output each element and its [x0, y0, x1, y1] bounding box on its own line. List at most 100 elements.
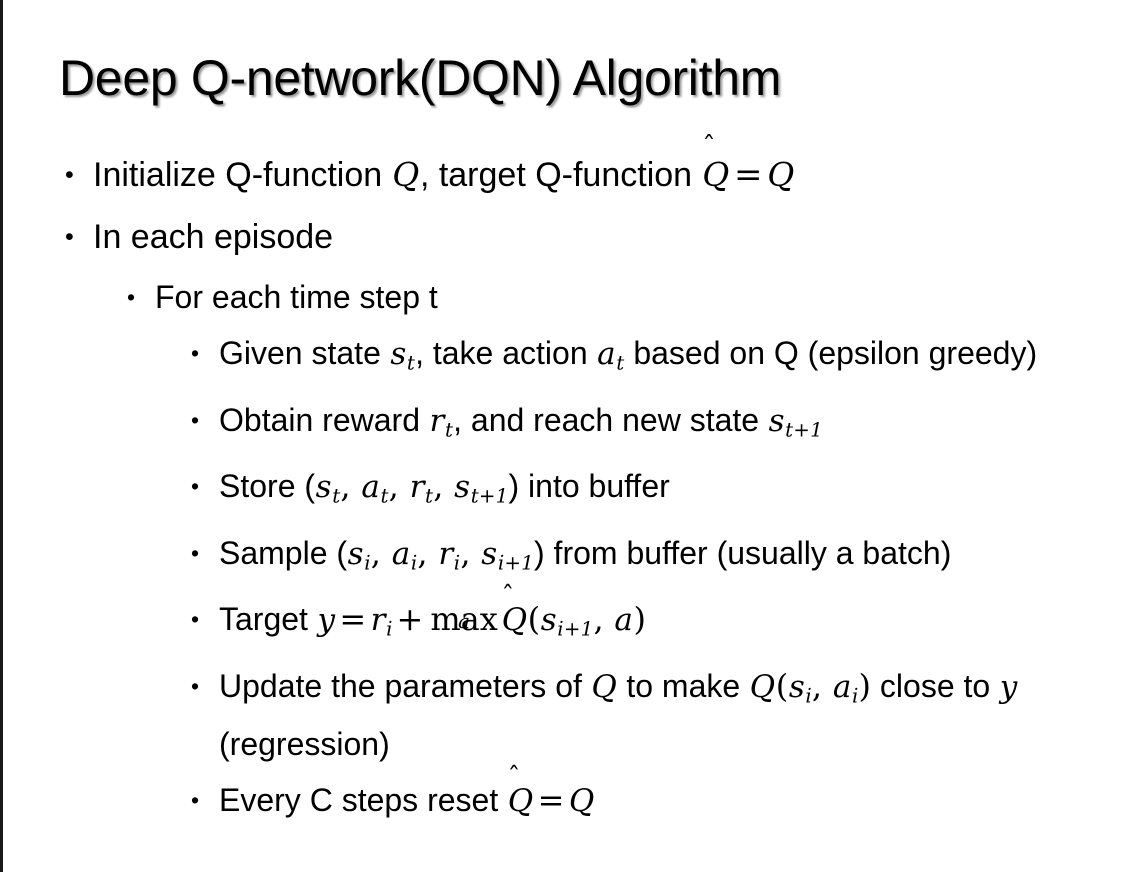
math-op-equals: =	[537, 781, 565, 820]
math-var-qhat: Q̂	[501, 595, 528, 644]
math-op-equals: =	[733, 155, 763, 195]
text-given-pre: Given state	[219, 335, 390, 371]
text-initialize-mid: , target Q-function	[419, 156, 702, 194]
text-sample-post: ) from buffer (usually a batch)	[534, 534, 952, 571]
math-comma: ,	[811, 666, 833, 705]
bullet-icon: •	[65, 161, 74, 189]
math-var-qhat-base: Q	[501, 602, 528, 639]
text-reset-pre: Every C steps reset	[219, 782, 508, 819]
math-var-s: s	[788, 668, 805, 705]
math-op-plus: +	[396, 600, 424, 639]
math-op-max-underscript: a	[458, 610, 470, 634]
math-sub-t2: t	[616, 351, 625, 375]
math-var-q2: Q	[749, 668, 776, 705]
math-sub-t2: t	[380, 484, 389, 508]
list-item-text: Sample (si, ai, ri, si+1) from buffer (u…	[219, 529, 1099, 588]
bullet-icon: •	[127, 284, 136, 310]
text-obtain-mid: , and reach new state	[453, 401, 768, 438]
math-var-r: r	[409, 469, 425, 506]
bullet-icon: •	[65, 223, 74, 251]
list-item-text: Obtain reward rt, and reach new state st…	[219, 396, 1099, 455]
math-sub-i3: i	[453, 551, 461, 575]
text-given-mid: , take action	[415, 335, 597, 371]
list-item-obtain-reward: • Obtain reward rt, and reach new state …	[3, 396, 1124, 455]
math-sub-i2: i	[851, 684, 859, 708]
math-var-y: y	[999, 668, 1018, 705]
text-update-pre: Update the parameters of	[219, 667, 591, 704]
bullet-icon: •	[191, 539, 200, 566]
list-item-text: Update the parameters of Q to make Q(si,…	[219, 662, 1099, 769]
math-var-a: a	[597, 336, 616, 372]
list-item-store: • Store (st, at, rt, st+1) into buffer	[3, 462, 1124, 521]
math-sub-t-plus-1: t+1	[470, 484, 509, 508]
math-comma: ,	[593, 600, 614, 639]
math-var-s: s	[315, 469, 332, 506]
list-item-sample: • Sample (si, ai, ri, si+1) from buffer …	[3, 529, 1124, 588]
bullet-icon: •	[191, 406, 200, 433]
math-var-q: Q	[591, 668, 617, 705]
math-var-q: Q	[568, 783, 595, 820]
math-comma-1: ,	[370, 533, 392, 572]
math-sub-i2: i	[410, 551, 418, 575]
text-update-tail: (regression)	[219, 726, 390, 763]
math-var-s: s	[347, 535, 364, 572]
math-var-qhat-base: Q	[507, 783, 534, 820]
list-item-update: • Update the parameters of Q to make Q(s…	[3, 662, 1124, 769]
math-paren-close: )	[858, 666, 872, 705]
math-paren-open: (	[527, 600, 541, 639]
math-var-s: s	[390, 336, 407, 372]
math-paren-close: )	[633, 600, 647, 639]
math-var-r: r	[370, 602, 386, 639]
list-item-given-state: • Given state st, take action at based o…	[3, 329, 1124, 388]
math-sub-i: i	[364, 551, 371, 575]
math-var-s2: s	[454, 469, 471, 506]
text-target-pre: Target	[219, 601, 317, 638]
math-var-s2: s	[481, 535, 498, 572]
math-sub-t-plus-1: t+1	[785, 418, 823, 442]
text-update-post: close to	[871, 667, 1000, 704]
list-item-each-time-step: • For each time step t	[3, 270, 1124, 325]
math-sub-i: i	[386, 617, 393, 641]
math-sub-i-plus-1: i+1	[497, 551, 534, 575]
math-var-r: r	[438, 535, 454, 572]
list-item-reset-target: • Every C steps reset Q̂=Q	[3, 776, 1124, 825]
list-item-text: Given state st, take action at based on …	[219, 329, 1099, 388]
math-var-qhat-base: Q	[702, 155, 730, 194]
math-var-a: a	[391, 535, 411, 572]
bullet-icon: •	[191, 606, 200, 633]
math-var-a: a	[614, 602, 633, 639]
bullet-icon: •	[191, 787, 200, 814]
math-var-s: s	[768, 402, 785, 439]
math-comma-1: ,	[340, 467, 361, 506]
list-item-each-episode: • In each episode	[3, 208, 1124, 266]
page-title: Deep Q-network(DQN) Algorithm	[59, 50, 782, 106]
text-obtain-pre: Obtain reward	[219, 401, 429, 438]
algorithm-outline: • Initialize Q-function Q, target Q-func…	[3, 146, 1124, 825]
math-var-qhat: Q̂	[702, 146, 730, 204]
math-sub-i: i	[805, 684, 812, 708]
math-sub-i-plus-1: i+1	[557, 617, 594, 641]
text-sample-pre: Sample (	[219, 534, 348, 571]
text-store-post: ) into buffer	[508, 468, 670, 505]
text-given-post: based on Q (epsilon greedy)	[624, 335, 1038, 371]
math-comma-2: ,	[417, 533, 438, 572]
math-var-qhat: Q̂	[507, 776, 534, 825]
bullet-icon: •	[191, 672, 200, 699]
list-item-text: For each time step t	[155, 279, 438, 315]
math-comma-3: ,	[460, 533, 481, 572]
math-comma-2: ,	[388, 467, 409, 506]
text-initialize-pre: Initialize Q-function	[93, 156, 392, 194]
math-var-r: r	[429, 402, 445, 439]
math-sub-t: t	[406, 351, 416, 375]
math-op-equals: =	[339, 600, 367, 639]
text-update-mid: to make	[617, 667, 750, 704]
math-sub-t3: t	[425, 484, 434, 508]
bullet-icon: •	[191, 340, 200, 366]
math-var-q2: Q	[767, 155, 795, 194]
math-var-a: a	[832, 668, 852, 705]
math-sub-t: t	[332, 484, 341, 508]
list-item-text: Initialize Q-function Q, target Q-functi…	[93, 146, 1073, 204]
